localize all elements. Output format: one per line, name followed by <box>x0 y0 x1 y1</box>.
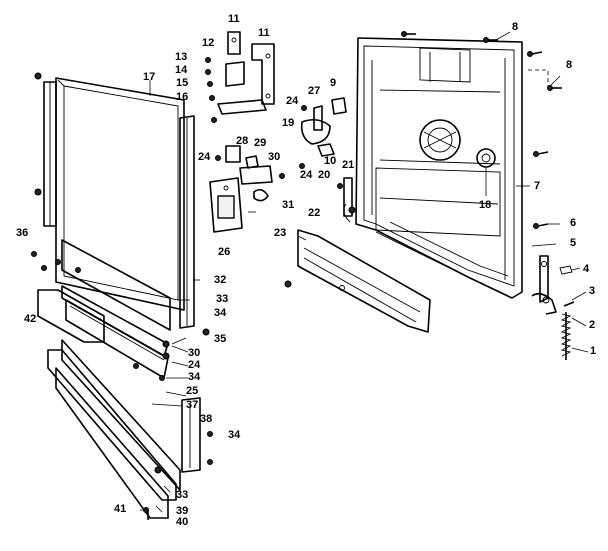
kickplate-pieces <box>47 339 201 520</box>
callout-24d: 24 <box>188 359 201 371</box>
callout-4: 4 <box>583 263 590 275</box>
callout-19: 19 <box>282 117 295 129</box>
callout-3: 3 <box>589 285 596 297</box>
side-trims <box>34 72 217 329</box>
callout-39: 39 <box>176 505 189 517</box>
callout-22: 22 <box>308 207 321 219</box>
callout-41: 41 <box>114 503 127 515</box>
callout-12: 12 <box>202 37 215 49</box>
callout-7: 7 <box>534 180 541 192</box>
outer-door-panel <box>355 37 523 299</box>
callout-31: 31 <box>282 199 295 211</box>
latch-parts <box>205 31 356 288</box>
callout-14: 14 <box>175 64 188 76</box>
callout-27: 27 <box>308 85 321 97</box>
callout-18: 18 <box>479 199 492 211</box>
bottom-trim-strips <box>61 239 210 381</box>
callout-15: 15 <box>176 77 189 89</box>
callout-35: 35 <box>214 333 227 345</box>
callout-34c: 34 <box>228 429 241 441</box>
callout-20: 20 <box>318 169 331 181</box>
callout-8a: 8 <box>512 21 519 33</box>
callout-8b: 8 <box>566 59 573 71</box>
control-console <box>209 177 243 233</box>
callout-10: 10 <box>324 155 337 167</box>
callout-13: 13 <box>175 51 188 63</box>
callout-24c: 24 <box>300 169 313 181</box>
callout-24b: 24 <box>198 151 211 163</box>
callout-30a: 30 <box>268 151 281 163</box>
callout-23: 23 <box>274 227 287 239</box>
callout-36: 36 <box>16 227 29 239</box>
callout-1: 1 <box>590 345 597 357</box>
callout-5: 5 <box>570 237 577 249</box>
callout-21: 21 <box>342 159 355 171</box>
callout-38: 38 <box>200 413 213 425</box>
callout-24a: 24 <box>286 95 299 107</box>
callout-18-top: 11 <box>258 27 270 39</box>
callout-16: 16 <box>176 91 189 103</box>
callout-32: 32 <box>214 274 227 286</box>
callout-28: 28 <box>236 135 249 147</box>
inner-door-panel <box>55 77 185 311</box>
callout-11: 11 <box>228 13 240 25</box>
leader-lines <box>140 31 589 513</box>
left-bracket <box>31 251 213 465</box>
callout-37: 37 <box>186 399 199 411</box>
hinge-assembly <box>528 69 575 360</box>
callout-2: 2 <box>589 319 596 331</box>
callout-29: 29 <box>254 137 267 149</box>
callout-26: 26 <box>218 246 231 258</box>
callout-33b: 33 <box>176 489 189 501</box>
callout-34b: 34 <box>188 371 201 383</box>
callout-33a: 33 <box>216 293 229 305</box>
screws-right <box>401 31 562 229</box>
callout-9: 9 <box>330 77 337 89</box>
callout-6: 6 <box>570 217 577 229</box>
callout-42: 42 <box>24 313 37 325</box>
callout-40: 40 <box>176 516 189 528</box>
callout-30b: 30 <box>188 347 201 359</box>
detergent-dispenser <box>419 119 496 168</box>
callout-25: 25 <box>186 385 199 397</box>
callout-17: 17 <box>143 71 156 83</box>
callout-34a: 34 <box>214 307 227 319</box>
lower-trim-panel <box>297 229 431 333</box>
